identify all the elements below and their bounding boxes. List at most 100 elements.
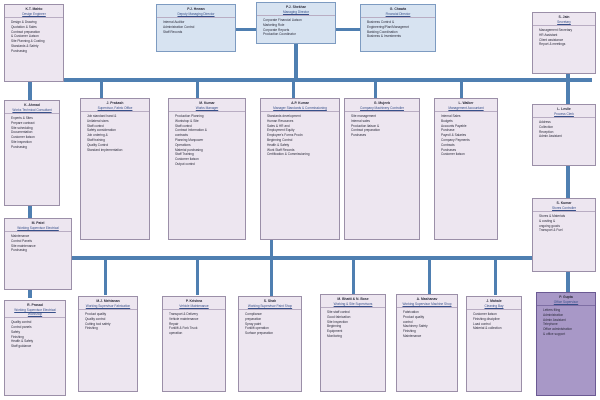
- duty-item: Site scheduling: [11, 126, 57, 130]
- person-name: M. Kumar: [199, 101, 215, 105]
- duty-item: Safety consideration: [87, 128, 147, 132]
- connector-supervisor-6: [494, 257, 497, 295]
- connector-middle-horizontal: [28, 256, 532, 260]
- connector-drop-1: [100, 80, 103, 98]
- connector-right-spine: [566, 46, 570, 292]
- duty-item: contracts: [175, 133, 243, 137]
- duty-item: Output control: [175, 162, 243, 166]
- duty-item: Management Secretary: [539, 28, 593, 32]
- duty-item: Forklift & Fork Truck: [169, 326, 223, 330]
- duty-list: Design & Drawing Quotation & Sales Contr…: [5, 19, 63, 53]
- duty-list: Business Control & Engineering/Plan/Mana…: [361, 19, 435, 39]
- duty-item: Report & meetings: [539, 42, 593, 46]
- connector-supervisor-5: [428, 257, 431, 295]
- duty-item: Customer liaison: [175, 157, 243, 161]
- duty-item: Health & Safety: [11, 339, 63, 343]
- duty-item: Purchases: [441, 148, 495, 152]
- person-name: S. Kumar: [556, 201, 572, 205]
- person-role: Stores Controller: [552, 205, 576, 210]
- duty-list: Site management Internal sales Productio…: [345, 113, 419, 138]
- person-role: Working Supervisor Machine Shop: [402, 301, 452, 306]
- connector-drop-5: [460, 80, 463, 98]
- person-role: Vehicle Maintenance: [179, 303, 209, 308]
- duty-list: Address Collection Reception Admin Assis…: [533, 119, 595, 139]
- connector-director-link: [236, 28, 262, 31]
- person-name: M.J. Mehtanan: [96, 299, 120, 303]
- duty-item: Payroll & Salaries: [441, 133, 495, 137]
- person-name: M. Patel: [31, 221, 45, 225]
- duty-item: Purchases: [351, 133, 417, 137]
- duty-item: & office support: [543, 332, 593, 336]
- person-role: Management Accountant: [448, 105, 484, 110]
- duty-list: Maintenance Control Panels Site maintena…: [5, 233, 71, 253]
- duty-item: Standards development: [267, 114, 337, 118]
- duty-item: Monitoring: [327, 334, 383, 338]
- person-name: G. Mujeeb: [373, 101, 391, 105]
- person-role: Works Technical Consultant: [12, 107, 52, 112]
- duty-item: Purchasing: [11, 145, 57, 149]
- person-name: A.P. Kumar: [291, 101, 309, 105]
- duty-item: Customer liaison: [473, 312, 519, 316]
- connector-drop-2: [196, 80, 199, 98]
- duty-item: & Customer Liaison: [11, 34, 61, 38]
- duty-item: preparation: [245, 317, 299, 321]
- person-role: Deputy Managing Director: [177, 11, 215, 16]
- duty-item: Corporate Financial Liaison: [263, 18, 333, 22]
- person-name: P.J. Shekhar: [286, 5, 306, 9]
- duty-item: Beginning Control: [267, 138, 337, 142]
- duty-item: Purchasing: [11, 49, 61, 53]
- duty-item: Stores & Materials: [539, 214, 593, 218]
- person-name: J. Mahale: [486, 299, 502, 303]
- duty-item: Transport & Fuel: [539, 228, 593, 232]
- duty-item: Staff Training: [175, 152, 243, 156]
- duty-item: Contract Information &: [175, 128, 243, 132]
- duty-item: Repair: [169, 322, 223, 326]
- duty-item: control: [403, 320, 455, 324]
- duty-item: Site management: [351, 114, 417, 118]
- connector-stores-gupta: [566, 272, 570, 292]
- duty-item: Contract preparation: [11, 30, 61, 34]
- duty-item: Client assistance: [539, 38, 593, 42]
- duty-item: Site inspection: [11, 140, 57, 144]
- duty-item: Staff guidance: [11, 344, 63, 348]
- duty-item: Standard implementation: [87, 148, 147, 152]
- person-name: S. Jain: [558, 15, 570, 19]
- duty-item: Control panels: [11, 325, 63, 329]
- duty-list: Management Secretary HR Assistant Client…: [533, 27, 595, 47]
- duty-item: Sales & HR and: [267, 124, 337, 128]
- duty-item: Equipment: [327, 329, 383, 333]
- duty-item: Employment Equity: [267, 128, 337, 132]
- duty-item: Staff training: [87, 138, 147, 142]
- duty-list: Stores & Materials & costing & ongoing g…: [533, 213, 595, 233]
- duty-item: Customer liaison: [11, 135, 57, 139]
- duty-item: Employee's Forms Prodn: [267, 133, 337, 137]
- person-role: Working Supervisor Electrical: [17, 225, 59, 230]
- connector-supervisor-4: [352, 257, 355, 295]
- connector-md-drop: [294, 42, 298, 78]
- connector-top-horizontal: [6, 78, 592, 82]
- duty-item: Quotation & Sales: [11, 25, 61, 29]
- duty-list: Product quality Quality control Cutting …: [79, 311, 137, 331]
- duty-item: Standards & Safety: [11, 44, 61, 48]
- person-name: M. Bhatti & N. Bose: [337, 297, 369, 301]
- connector-drop-3: [292, 80, 295, 98]
- duty-item: Admin Assistant: [539, 134, 593, 138]
- duty-item: Beginning: [327, 324, 383, 328]
- duty-item: Design & Drawing: [11, 20, 61, 24]
- duty-item: Staff Records: [163, 30, 233, 34]
- duty-item: Safety: [11, 330, 63, 334]
- duty-item: Customer liaison: [441, 152, 495, 156]
- duty-list: Production Planning Workshop & Site Staf…: [169, 113, 245, 166]
- duty-item: Internal Sales: [441, 114, 495, 118]
- duty-item: Staff control: [175, 124, 243, 128]
